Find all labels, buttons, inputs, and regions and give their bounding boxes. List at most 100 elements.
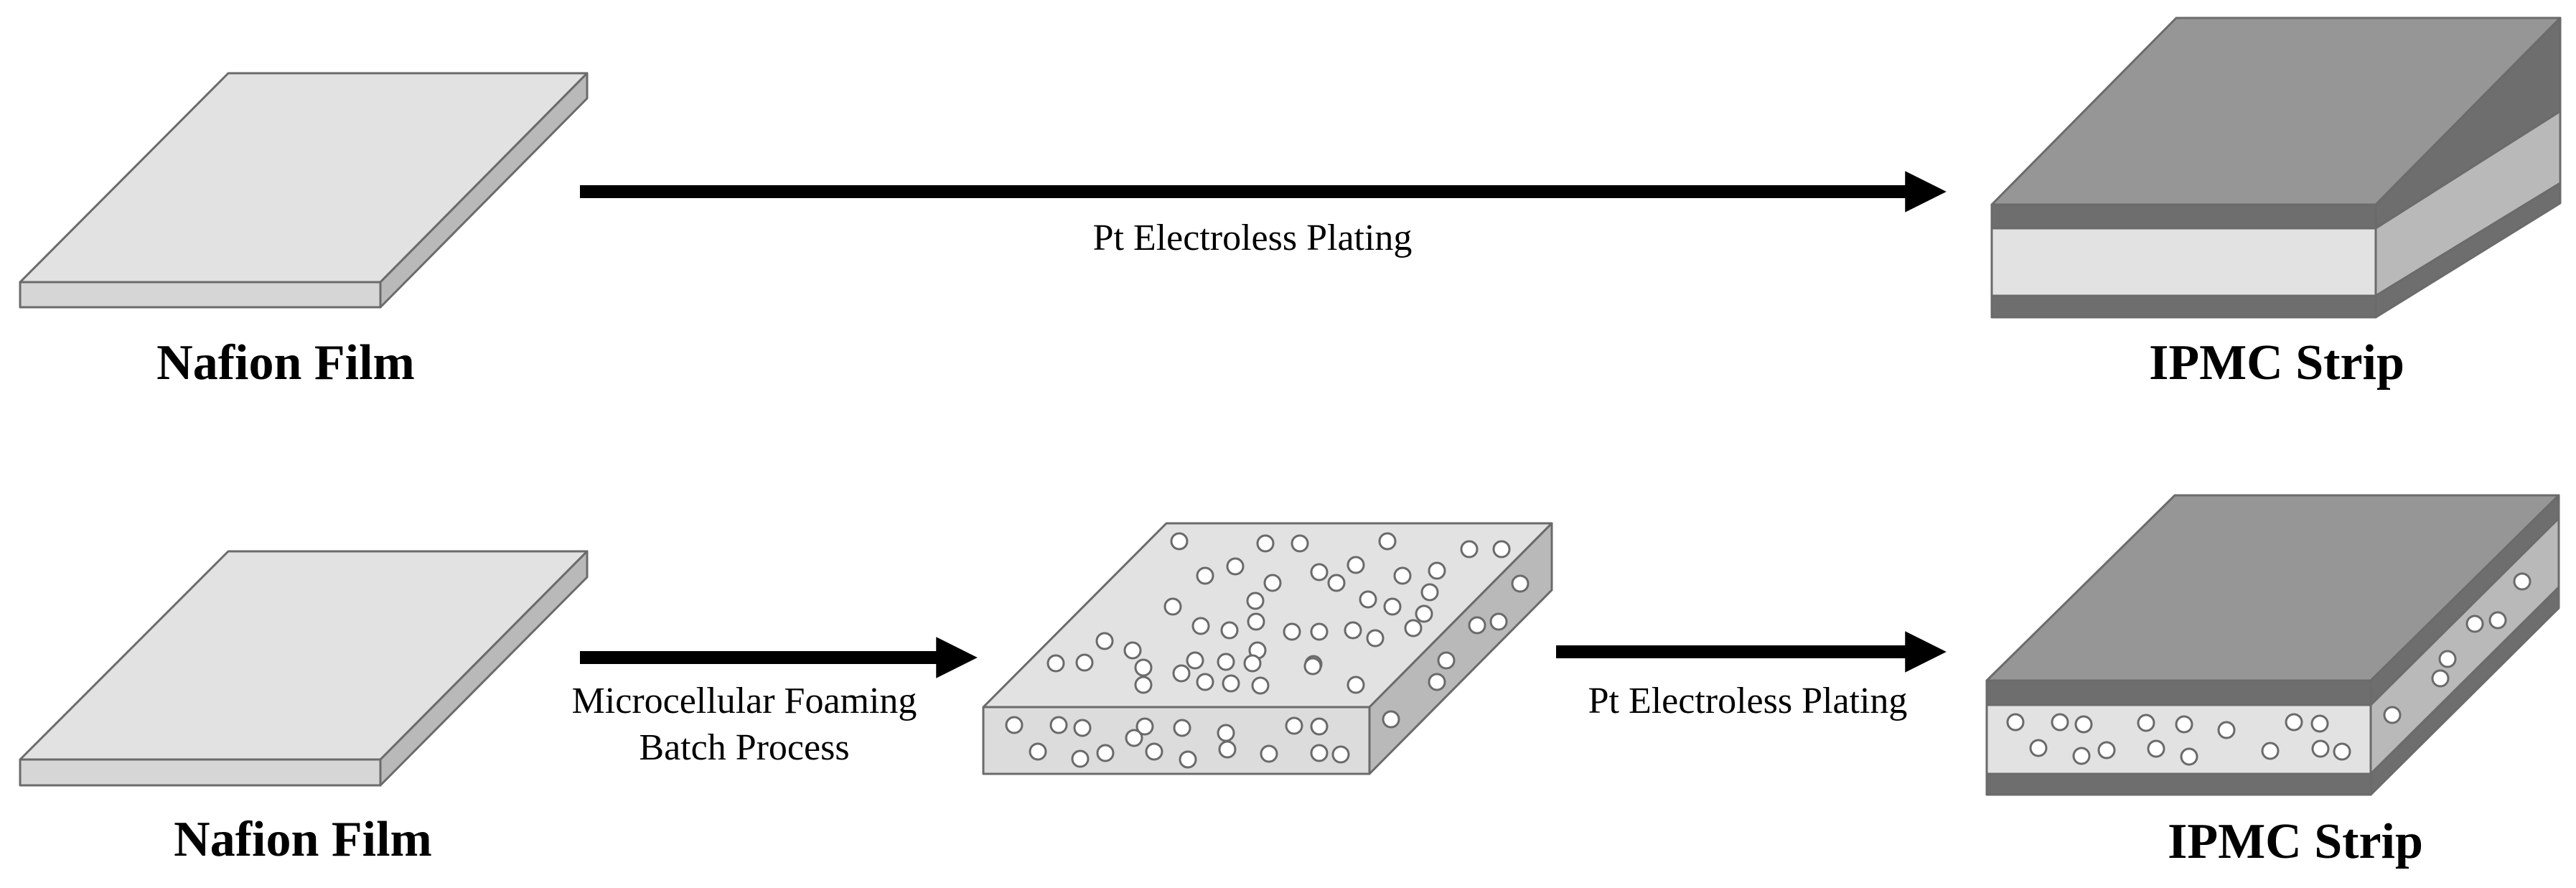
pore-circle	[1172, 664, 1191, 683]
pore-circle	[1123, 641, 1142, 660]
pore-circle	[2097, 741, 2116, 760]
pore-circle	[2180, 747, 2198, 766]
pore-circle	[1283, 622, 1301, 641]
nafion-film-top	[19, 72, 589, 309]
process-label-foaming-line1: Microcellular Foaming	[572, 681, 917, 721]
pore-circle	[2488, 611, 2507, 630]
pore-circle	[1428, 673, 1446, 691]
pore-circle	[1186, 651, 1204, 670]
foam-pores	[1005, 532, 1530, 769]
process-label-plating-top: Pt Electroless Plating	[1093, 218, 1413, 258]
pore-circle	[1489, 612, 1508, 631]
pore-circle	[1135, 717, 1154, 736]
pore-circle	[2261, 742, 2280, 760]
pore-circle	[1366, 629, 1385, 648]
nafion-film-label-bottom: Nafion Film	[174, 812, 432, 867]
pore-circle	[2431, 669, 2450, 688]
pore-circle	[2006, 713, 2025, 732]
pore-circle	[1247, 612, 1265, 631]
foamed-nafion-film	[982, 522, 1553, 775]
pore-circle	[1359, 590, 1377, 609]
pore-circle	[1191, 617, 1210, 635]
pore-circle	[2383, 706, 2402, 724]
ipmc-strip-label-bottom: IPMC Strip	[2168, 814, 2423, 869]
pore-circle	[1393, 566, 1412, 585]
pore-circle	[1415, 604, 1433, 623]
pore-circle	[2310, 714, 2329, 733]
pore-circle	[1468, 616, 1486, 635]
pore-circle	[1134, 676, 1153, 694]
pore-circle	[1420, 583, 1439, 602]
pore-circle	[2217, 721, 2236, 739]
pore-circle	[1170, 532, 1189, 551]
nafion-film-bottom	[19, 550, 589, 787]
pore-circle	[2051, 713, 2069, 732]
process-label-plating-bottom: Pt Electroless Plating	[1588, 681, 1908, 721]
pore-circle	[1251, 676, 1270, 695]
pore-circle	[1217, 653, 1235, 671]
pore-circle	[2137, 714, 2155, 732]
pore-circle	[1327, 574, 1346, 592]
pore-circle	[1075, 653, 1094, 672]
pore-circle	[1173, 719, 1191, 737]
pore-circle	[2147, 739, 2165, 758]
pore-circle	[1046, 654, 1065, 673]
pore-circle	[1256, 534, 1275, 553]
pore-circle	[1005, 716, 1024, 734]
pore-circle	[2311, 739, 2330, 758]
pore-circle	[1260, 744, 1278, 763]
pore-circle	[1218, 740, 1237, 759]
pore-circle	[1196, 673, 1214, 691]
pore-circle	[2072, 747, 2091, 765]
pore-circle	[2438, 650, 2457, 668]
pore-circle	[1163, 597, 1182, 616]
pore-circle	[1310, 717, 1329, 736]
pore-circle	[1382, 710, 1400, 729]
pore-circle	[1303, 657, 1322, 676]
pore-circle	[1125, 729, 1143, 747]
pore-circle	[1029, 742, 1047, 761]
pore-circle	[1310, 744, 1329, 762]
pore-circle	[2333, 742, 2351, 761]
pore-circle	[1378, 532, 1397, 551]
pore-circle	[1310, 563, 1329, 581]
pore-circle	[1346, 676, 1365, 694]
pore-circle	[1095, 632, 1114, 650]
pore-circle	[1220, 621, 1239, 640]
pore-circle	[1096, 744, 1115, 762]
pore-circle	[1134, 658, 1153, 677]
pore-circle	[2465, 614, 2484, 633]
pore-circle	[1226, 557, 1245, 576]
pore-circle	[2513, 572, 2531, 591]
pore-circle	[1346, 556, 1365, 574]
porous-ipmc-strip	[1985, 494, 2560, 796]
pore-circle	[1222, 674, 1240, 693]
pore-circle	[1291, 534, 1309, 553]
pore-circle	[1217, 724, 1235, 742]
pore-circle	[1071, 749, 1090, 768]
pore-circle	[1243, 654, 1262, 673]
pore-circle	[1310, 622, 1329, 641]
pore-circle	[2285, 713, 2303, 732]
pore-circle	[1049, 716, 1068, 734]
pore-circle	[1344, 621, 1362, 640]
pore-circle	[2029, 739, 2048, 757]
nafion-film-label-top: Nafion Film	[156, 335, 415, 391]
ipmc-pores	[2006, 572, 2531, 766]
pore-circle	[1073, 719, 1092, 737]
pore-circle	[1428, 561, 1446, 580]
pore-circle	[1246, 592, 1265, 610]
pore-circle	[1492, 540, 1511, 558]
pore-circle	[1331, 745, 1350, 764]
pore-circle	[1511, 574, 1530, 593]
pore-circle	[1285, 716, 1303, 735]
pore-circle	[1404, 619, 1423, 637]
ipmc-strip-label-top: IPMC Strip	[2149, 335, 2404, 391]
pore-circle	[1460, 540, 1479, 558]
process-label-foaming-line2: Batch Process	[639, 727, 849, 768]
pore-circle	[2074, 715, 2093, 734]
ipmc-strip-top	[1990, 17, 2562, 319]
pore-circle	[1179, 750, 1197, 769]
pore-circle	[1383, 597, 1402, 616]
